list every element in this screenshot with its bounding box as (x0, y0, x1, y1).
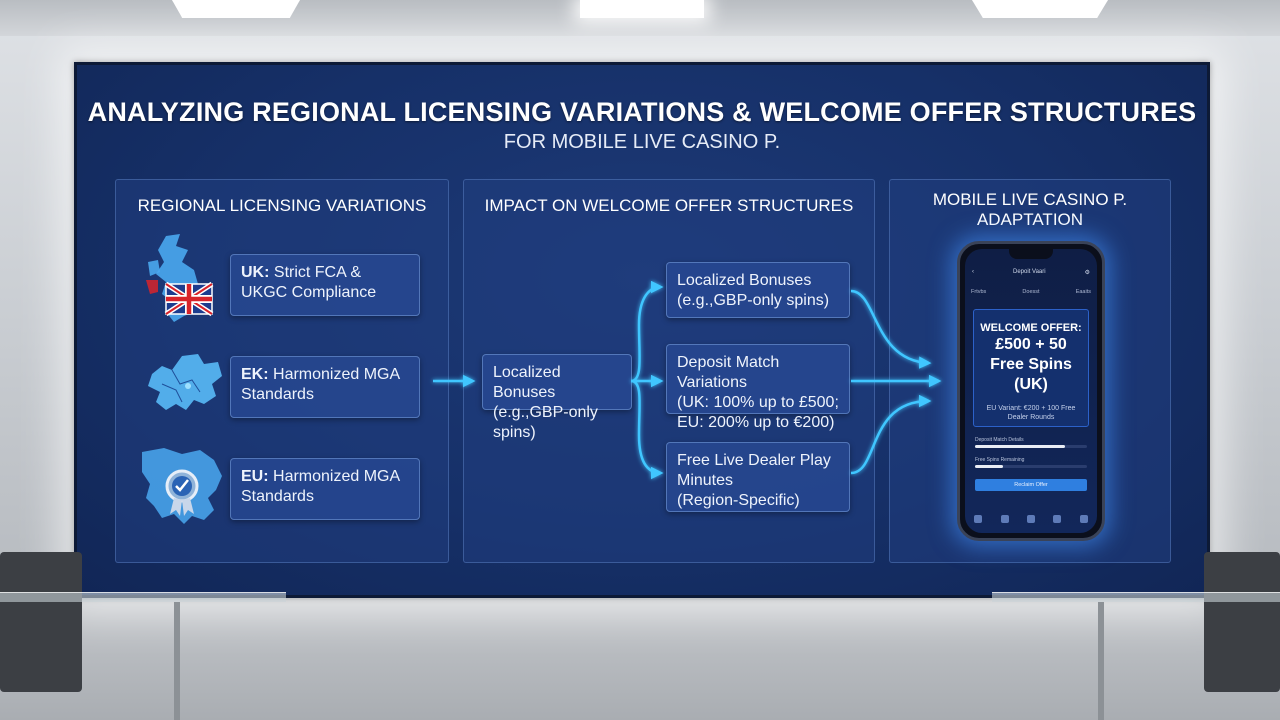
licensing-text: Strict FCA & UKGC Compliance (241, 264, 377, 301)
phone-tab[interactable]: Eaaits (1075, 289, 1091, 295)
slide-subtitle: FOR MOBILE LIVE CASINO P. (503, 131, 781, 153)
card-line: Free Live Dealer Play (677, 452, 831, 469)
sports-icon[interactable] (1026, 515, 1035, 523)
progress-label: Deposit Match Details (975, 437, 1024, 443)
presentation-screen: ANALYZING REGIONAL LICENSING VARIATIONS … (74, 62, 1210, 598)
offer-spins: Free Spins (990, 356, 1072, 373)
phone-top-title: Depoit Vaari (1013, 269, 1046, 275)
card-line: Localized Bonuses (493, 364, 561, 401)
region-code: EK: (241, 366, 269, 383)
phone-top-bar: ‹ Depoit Vaari ⚙ (965, 265, 1097, 279)
licensing-card[interactable]: UK: Strict FCA & UKGC Compliance (230, 254, 420, 316)
conference-table (0, 592, 286, 602)
welcome-offer-card[interactable]: WELCOME OFFER: £500 + 50 Free Spins (UK)… (973, 309, 1089, 427)
progress-bar (975, 445, 1087, 448)
offer-title: WELCOME OFFER: (980, 322, 1082, 334)
promos-icon[interactable] (1000, 515, 1009, 523)
card-line: Minutes (677, 472, 734, 489)
progress-fill (975, 445, 1065, 448)
ceiling-light (580, 0, 704, 18)
card-line: (e.g.,GBP-only spins) (493, 404, 598, 441)
licensing-text: Harmonized MGA Standards (241, 468, 400, 505)
mobile-heading: MOBILE LIVE CASINO P. ADAPTATION (890, 190, 1170, 230)
card-line: (Region-Specific) (677, 492, 800, 509)
mobile-heading-line: ADAPTATION (976, 210, 1084, 229)
offer-amount: £500 + 50 (995, 336, 1067, 353)
impact-panel: IMPACT ON WELCOME OFFER STRUCTURES Local… (463, 179, 875, 563)
table-leg (174, 602, 180, 720)
ceiling-light (972, 0, 1108, 18)
chair (1204, 552, 1280, 692)
reclaim-offer-button[interactable]: Reclaim Offer (975, 479, 1087, 491)
licensing-text: Harmonized MGA Standards (241, 366, 400, 403)
offer-target-card[interactable]: Free Live Dealer Play Minutes (Region-Sp… (666, 442, 850, 512)
asia-map-badge-icon (142, 448, 222, 524)
uk-map-flag-icon (146, 234, 214, 322)
ceiling-light (172, 0, 300, 18)
licensing-heading: REGIONAL LICENSING VARIATIONS (137, 196, 427, 215)
videos-icon[interactable] (1053, 515, 1062, 523)
impact-heading: IMPACT ON WELCOME OFFER STRUCTURES (484, 196, 854, 215)
phone-tab[interactable]: Doesst (1022, 289, 1040, 295)
profile-icon[interactable] (1079, 515, 1088, 523)
region-code: EU: (241, 468, 269, 485)
phone-tab[interactable]: Frtvbs (971, 289, 987, 295)
settings-icon[interactable]: ⚙ (1084, 269, 1090, 276)
card-line: Localized Bonuses (677, 272, 812, 289)
card-line: EU: 200% up to €200) (677, 414, 835, 431)
phone-tabs: Frtvbs Doesst Eaaits (971, 289, 1091, 295)
licensing-card[interactable]: EU: Harmonized MGA Standards (230, 458, 420, 520)
offer-region: (UK) (1014, 376, 1048, 393)
chair (0, 552, 82, 692)
offer-source-card[interactable]: Localized Bonuses (e.g.,GBP-only spins) (482, 354, 632, 441)
phone-mockup: ‹ Depoit Vaari ⚙ Frtvbs Doesst Eaaits WE… (957, 241, 1105, 541)
table-leg (1098, 602, 1104, 720)
mobile-heading-line: MOBILE LIVE CASINO P. (932, 190, 1128, 209)
conference-table (992, 592, 1280, 602)
card-line: Deposit Match Variations (677, 354, 780, 391)
licensing-card[interactable]: EK: Harmonized MGA Standards (230, 356, 420, 418)
europe-map-icon (148, 354, 222, 410)
floor (0, 600, 1280, 720)
licensing-panel: REGIONAL LICENSING VARIATIONS UK: Strict… (115, 179, 449, 563)
card-line: (e.g.,GBP-only spins) (677, 292, 830, 309)
card-line: (UK: 100% up to £500; (677, 394, 839, 411)
progress-bar (975, 465, 1087, 468)
phone-screen: ‹ Depoit Vaari ⚙ Frtvbs Doesst Eaaits WE… (965, 249, 1097, 533)
progress-fill (975, 465, 1003, 468)
offer-target-card[interactable]: Deposit Match Variations (UK: 100% up to… (666, 344, 850, 431)
region-code: UK: (241, 264, 270, 281)
phone-bottom-nav (965, 509, 1097, 529)
home-icon[interactable] (974, 515, 983, 523)
phone-notch (1009, 249, 1053, 259)
slide-title: ANALYZING REGIONAL LICENSING VARIATIONS … (87, 97, 1197, 127)
offer-target-card[interactable]: Localized Bonuses (e.g.,GBP-only spins) (666, 262, 850, 318)
progress-label: Free Spins Remaining (975, 457, 1025, 463)
back-icon[interactable]: ‹ (972, 269, 974, 275)
offer-variant: EU Variant: €200 + 100 Free Dealer Round… (986, 405, 1076, 421)
